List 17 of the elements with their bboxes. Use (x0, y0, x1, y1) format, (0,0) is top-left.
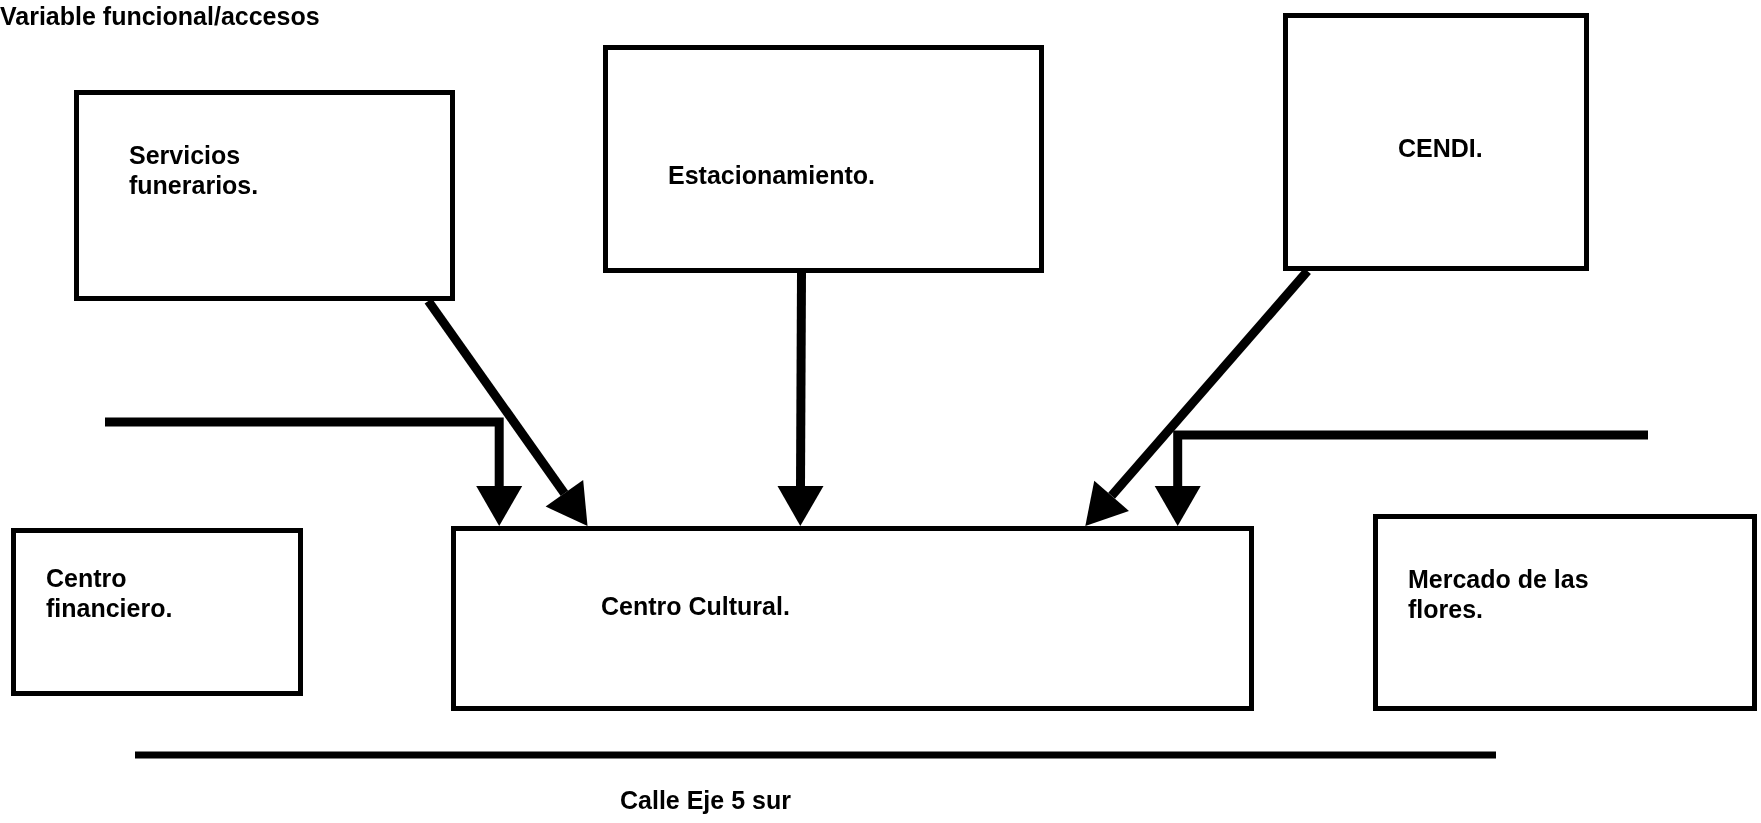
title: Variable funcional/accesos (0, 1, 320, 31)
place-box (1283, 13, 1589, 271)
place-box (451, 526, 1254, 711)
street-name: Calle Eje 5 sur (620, 785, 791, 815)
place-name: Centro Cultural. (601, 591, 791, 621)
arrow (105, 417, 523, 526)
place-name: Servicios funerarios. (129, 140, 260, 200)
place-box (11, 528, 303, 696)
place-box (1373, 514, 1757, 711)
arrow (777, 273, 824, 526)
place-box (74, 90, 455, 301)
place-name: Mercado de las flores. (1408, 564, 1590, 624)
place-name: CENDI. (1398, 133, 1484, 163)
arrow (1154, 430, 1648, 526)
place-box (603, 45, 1044, 273)
place-name: Centro financiero. (46, 563, 174, 623)
place-name: Estacionamiento. (668, 160, 876, 190)
